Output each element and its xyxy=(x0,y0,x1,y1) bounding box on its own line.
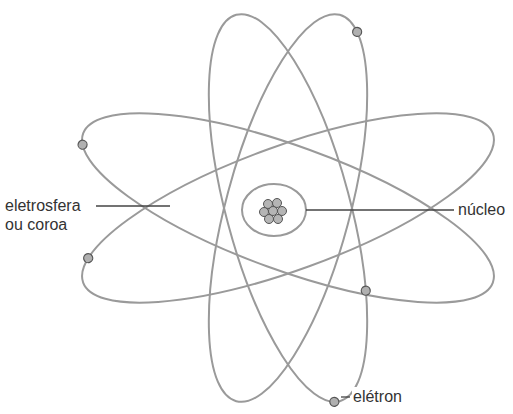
nucleus-ring xyxy=(242,184,306,236)
orbit xyxy=(176,0,399,414)
leader-line xyxy=(92,205,170,206)
orbit xyxy=(176,0,399,414)
orbit xyxy=(62,75,513,341)
electron xyxy=(82,252,94,264)
part-label: elétron xyxy=(352,387,403,406)
part-label: eletrosfera ou coroa xyxy=(4,196,96,234)
nucleus xyxy=(260,199,287,224)
electron xyxy=(329,396,340,407)
orbit xyxy=(62,75,513,341)
part-label: núcleo xyxy=(457,200,506,219)
electron xyxy=(352,26,363,37)
electron xyxy=(77,139,89,151)
leader-line xyxy=(341,396,350,397)
leader-line xyxy=(306,209,454,210)
electron xyxy=(360,285,371,296)
